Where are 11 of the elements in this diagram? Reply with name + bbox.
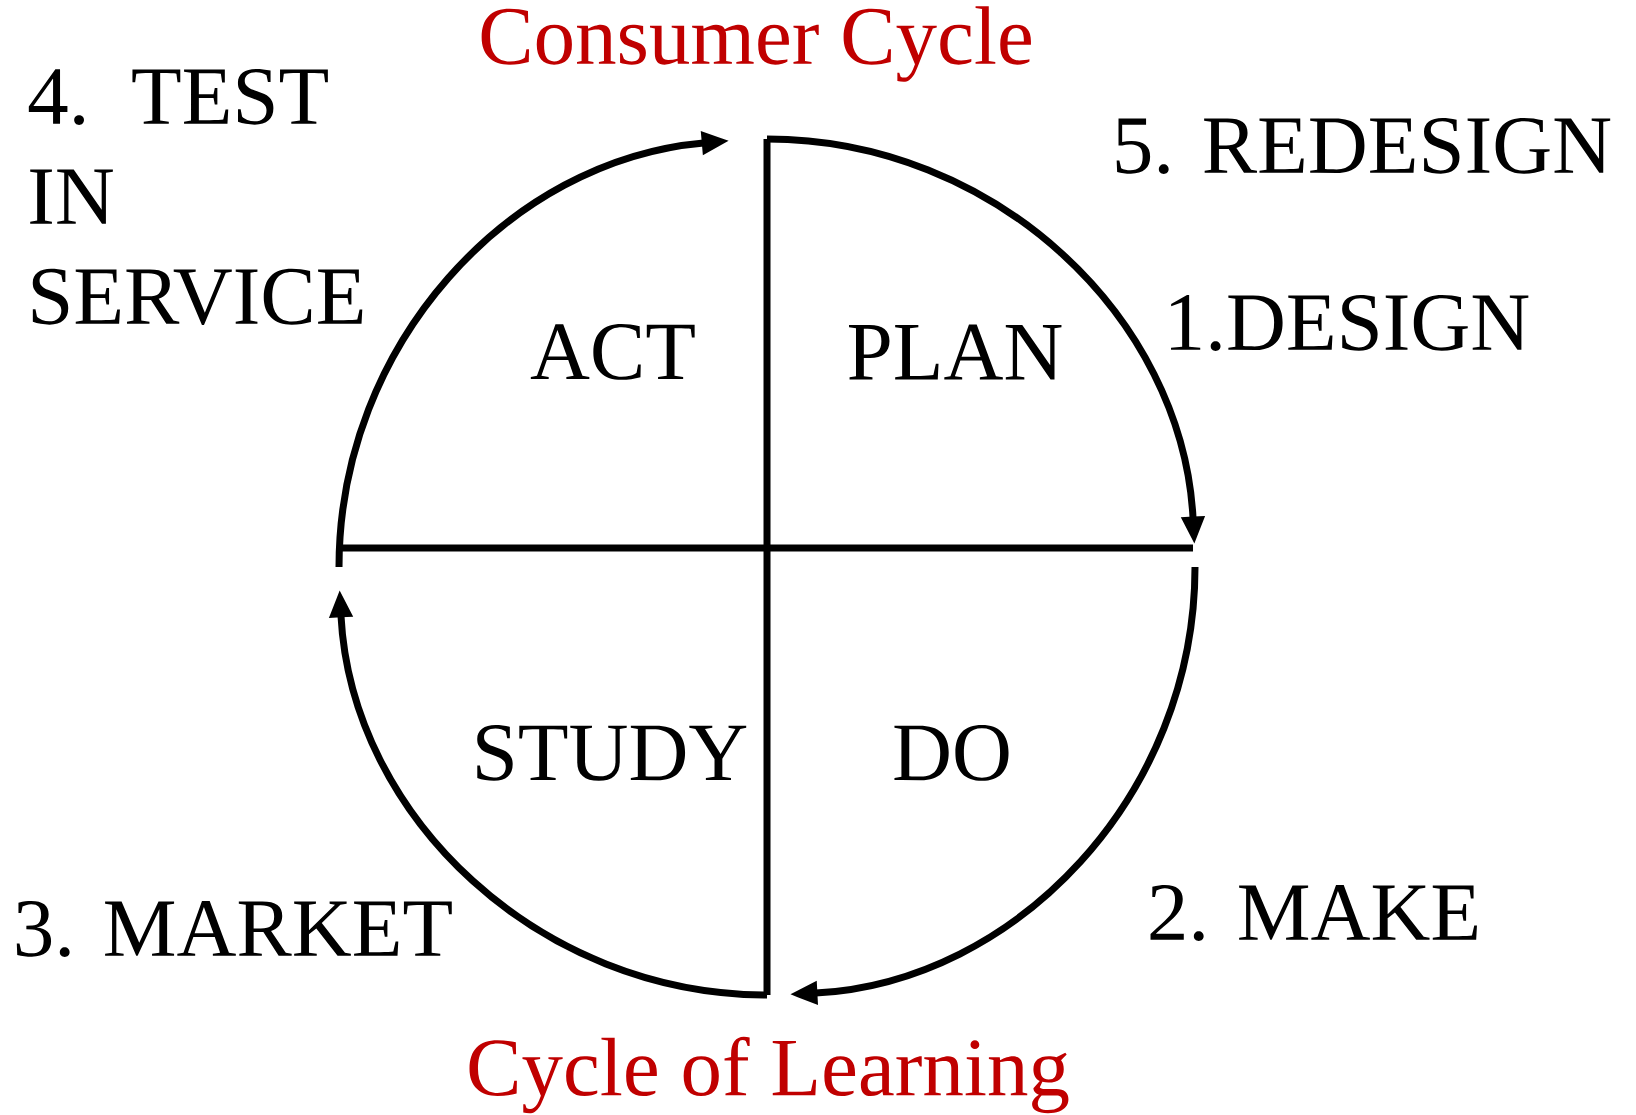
step-label: 3. MARKET (16, 900, 452, 958)
step-label: 4. TEST IN SERVICE (28, 68, 363, 326)
quadrant-label: ACT (530, 324, 695, 380)
quadrant-label: STUDY (477, 725, 747, 781)
step-label: 1.DESIGN (1171, 294, 1529, 352)
quadrant-label: PLAN (849, 324, 1062, 380)
step-label: 5. REDESIGN (1116, 117, 1611, 175)
cycle-title: Cycle of Learning (469, 1036, 1069, 1114)
step-label: 2. MAKE (1150, 884, 1477, 942)
cycle-title: Consumer Cycle (481, 6, 1031, 82)
quadrant-label: DO (894, 725, 1009, 781)
